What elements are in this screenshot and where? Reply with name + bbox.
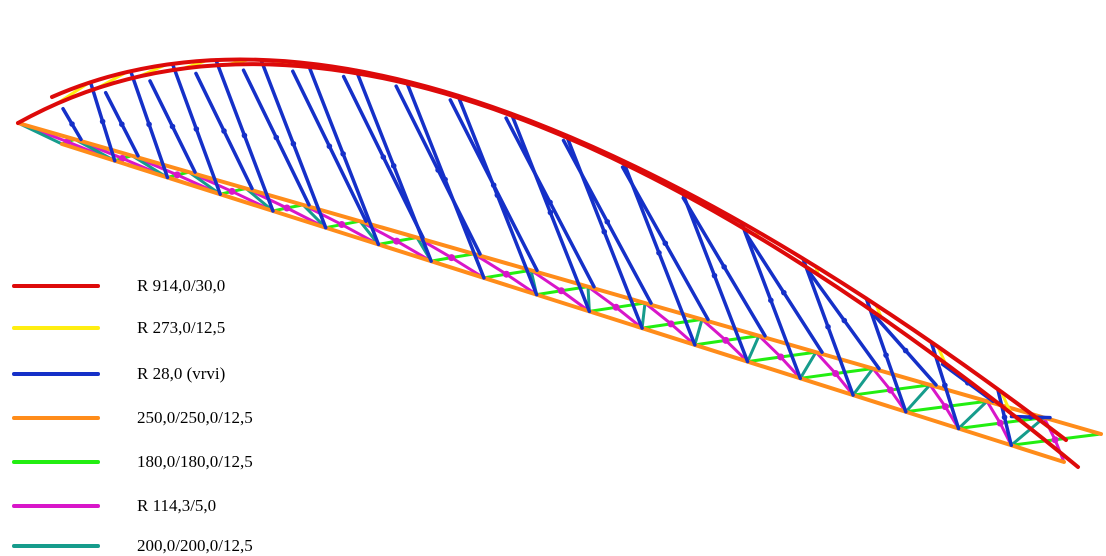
hanger-joint (326, 143, 333, 150)
deck-brace-green (724, 334, 761, 342)
hanger-joint (119, 121, 125, 128)
hanger-joint (290, 140, 297, 147)
hanger-joint (711, 272, 718, 279)
deck-brace-magenta (871, 367, 892, 392)
deck-cross-beam (1009, 416, 1046, 447)
deck-cross-beam (640, 301, 647, 330)
hanger-joint (380, 154, 387, 160)
deck-cross-beam (957, 399, 989, 431)
hanger-joint (721, 264, 727, 270)
deck-brace-magenta (669, 322, 697, 347)
deck-brace-green (746, 355, 783, 364)
brace-joint (832, 370, 840, 378)
deck-brace-magenta (814, 350, 838, 376)
hanger-joint (1001, 414, 1008, 421)
deck-brace-green (834, 367, 875, 376)
brace-joint (667, 320, 675, 328)
deck-brace-magenta (928, 383, 947, 409)
brace-joint (996, 419, 1004, 427)
brace-joint (448, 254, 456, 262)
hanger-joint (69, 121, 75, 127)
deck-brace-green (614, 301, 647, 309)
deck-chord-front (60, 142, 1066, 464)
brace-joint (228, 187, 236, 195)
deck-brace-magenta (700, 317, 728, 342)
deck-brace-green (640, 322, 673, 330)
hanger-joint (99, 118, 106, 125)
deck-cross-beam (244, 186, 275, 213)
brace-joint (1051, 436, 1059, 444)
arch-inner (50, 57, 1068, 442)
hanger-joint (781, 289, 787, 296)
hanger-joint (490, 182, 497, 188)
hanger-joint (547, 209, 554, 216)
deck-brace-green (798, 372, 838, 380)
hanger-joint (273, 134, 280, 141)
arch-outer (16, 62, 1080, 469)
hanger-joint (841, 317, 848, 324)
deck-brace-green (779, 350, 818, 359)
deck-cross-beam (798, 350, 818, 380)
hanger-joint (662, 240, 669, 247)
hanger-joint (435, 167, 441, 173)
hanger-joint (902, 347, 909, 354)
brace-joint (722, 336, 730, 344)
deck-brace-green (851, 388, 892, 397)
brace-joint (118, 154, 126, 162)
brace-joint (173, 171, 181, 179)
hanger-joint (825, 324, 831, 330)
hanger-joint (883, 352, 889, 358)
deck-cross-beam (301, 203, 328, 230)
deck-brace-green (957, 421, 1002, 431)
deck-brace-green (693, 338, 728, 347)
deck-brace-magenta (779, 355, 802, 380)
brace-joint (393, 237, 401, 245)
hanger-joint (601, 228, 608, 235)
brace-joint (941, 403, 949, 411)
hanger-joint (547, 199, 553, 206)
brace-joint (612, 303, 620, 311)
deck-cross-beam (851, 367, 875, 397)
deck-chord-back (16, 121, 1103, 436)
brace-joint (338, 221, 346, 229)
deck-brace-green (904, 405, 947, 414)
hanger-joint (221, 128, 227, 134)
hanger-joint (146, 121, 152, 128)
deck-cross-beam (746, 334, 761, 364)
hanger-joint (768, 297, 774, 304)
brace-joint (557, 287, 565, 295)
deck-brace-magenta (724, 338, 750, 364)
hanger-joint (169, 123, 176, 130)
deck-brace-magenta (586, 285, 618, 309)
hanger-joint (340, 151, 346, 157)
deck-brace-magenta (985, 399, 1002, 425)
hanger-joint (942, 382, 948, 389)
hanger-joint (656, 249, 662, 256)
hanger-joint (390, 163, 397, 169)
deck-cross-beam (693, 317, 704, 347)
hanger-joint (604, 218, 611, 225)
deck-cross-beam (904, 383, 932, 414)
deck-brace-magenta (757, 334, 783, 359)
brace-joint (886, 386, 894, 394)
brace-joint (777, 353, 785, 361)
hanger-joint (193, 126, 200, 132)
deck-brace-magenta (643, 301, 673, 326)
hanger-joint (241, 132, 248, 139)
brace-joint (502, 270, 510, 278)
brace-joint (283, 204, 291, 212)
